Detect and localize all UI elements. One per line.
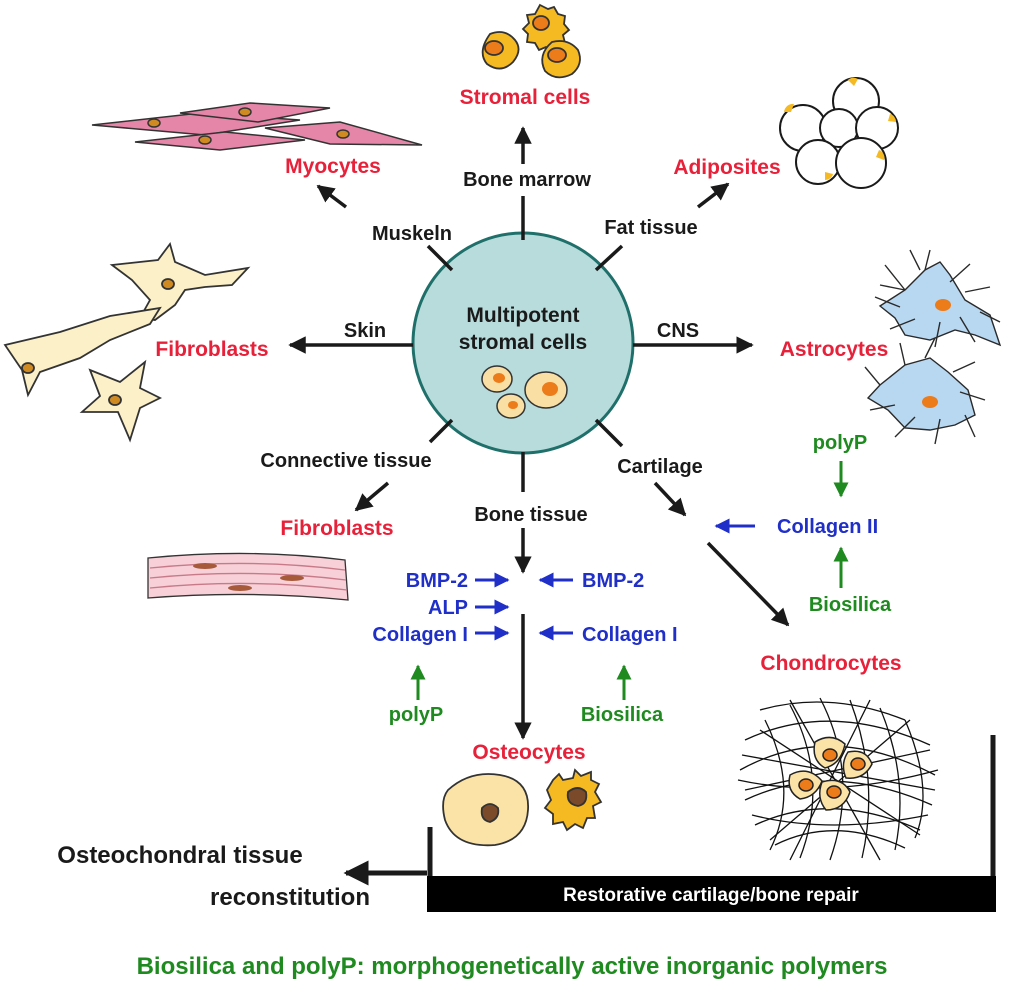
- spokes: [288, 126, 790, 740]
- label-myocytes: Myocytes: [285, 155, 381, 178]
- fibroblasts-connective-illustration: [147, 552, 349, 601]
- repair-bar-label: Restorative cartilage/bone repair: [563, 885, 859, 906]
- label-fibroblasts-connective: Fibroblasts: [280, 517, 393, 540]
- label-adiposites: Adiposites: [673, 156, 780, 179]
- label-fibroblasts-skin: Fibroblasts: [155, 338, 268, 361]
- label-connective-tissue: Connective tissue: [260, 450, 431, 472]
- label-bmp2-left: BMP-2: [406, 570, 468, 592]
- label-fat-tissue: Fat tissue: [604, 217, 697, 239]
- inducer-arrows: [410, 461, 849, 700]
- stromal-cells-inner-icon: [481, 365, 568, 419]
- center-node: Multipotent stromal cells: [411, 231, 635, 455]
- label-stromal-cells: Stromal cells: [460, 86, 591, 109]
- center-label-line2: stromal cells: [459, 331, 587, 354]
- repair-bar: [427, 876, 996, 912]
- arrow-to-chondrocytes: [706, 541, 790, 627]
- label-bone-marrow: Bone marrow: [463, 169, 591, 191]
- label-skin: Skin: [344, 320, 386, 342]
- arrow-to-fibroblasts-connective: [354, 481, 390, 512]
- label-collagen2: Collagen II: [777, 516, 878, 538]
- outcome-line1: Osteochondral tissue: [57, 842, 302, 869]
- repair-tray: [427, 735, 996, 876]
- label-astrocytes: Astrocytes: [780, 338, 889, 361]
- label-polyp-right: polyP: [813, 432, 867, 454]
- center-label-line1: Multipotent: [466, 304, 579, 327]
- label-collagen1-right: Collagen I: [582, 624, 678, 646]
- label-cns: CNS: [657, 320, 699, 342]
- chondrocytes-illustration: [737, 697, 939, 861]
- outcome-line2: reconstitution: [210, 884, 370, 911]
- label-biosilica-right: Biosilica: [809, 594, 892, 616]
- osteocytes-illustration: [442, 768, 603, 847]
- label-polyp-left: polyP: [389, 704, 443, 726]
- label-alp: ALP: [428, 597, 468, 619]
- adiposites-illustration: [779, 77, 899, 189]
- label-collagen1-left: Collagen I: [372, 624, 468, 646]
- arrow-to-myocytes: [316, 184, 348, 209]
- factor-arrows: [475, 518, 755, 641]
- label-muskeln: Muskeln: [372, 223, 452, 245]
- astrocytes-illustration: [864, 249, 1002, 445]
- footer-caption: Biosilica and polyP: morphogenetically a…: [137, 953, 888, 980]
- label-osteocytes: Osteocytes: [472, 741, 585, 764]
- label-chondrocytes: Chondrocytes: [760, 652, 901, 675]
- label-bone-tissue: Bone tissue: [474, 504, 587, 526]
- stromal-cells-illustration: [481, 3, 581, 79]
- fibroblasts-skin-illustration: [3, 241, 251, 443]
- label-bmp2-right: BMP-2: [582, 570, 644, 592]
- label-biosilica-left: Biosilica: [581, 704, 664, 726]
- arrow-cartilage: [653, 481, 687, 517]
- arrow-to-adiposites: [696, 182, 730, 209]
- myocytes-illustration: [91, 102, 423, 151]
- label-cartilage: Cartilage: [617, 456, 703, 478]
